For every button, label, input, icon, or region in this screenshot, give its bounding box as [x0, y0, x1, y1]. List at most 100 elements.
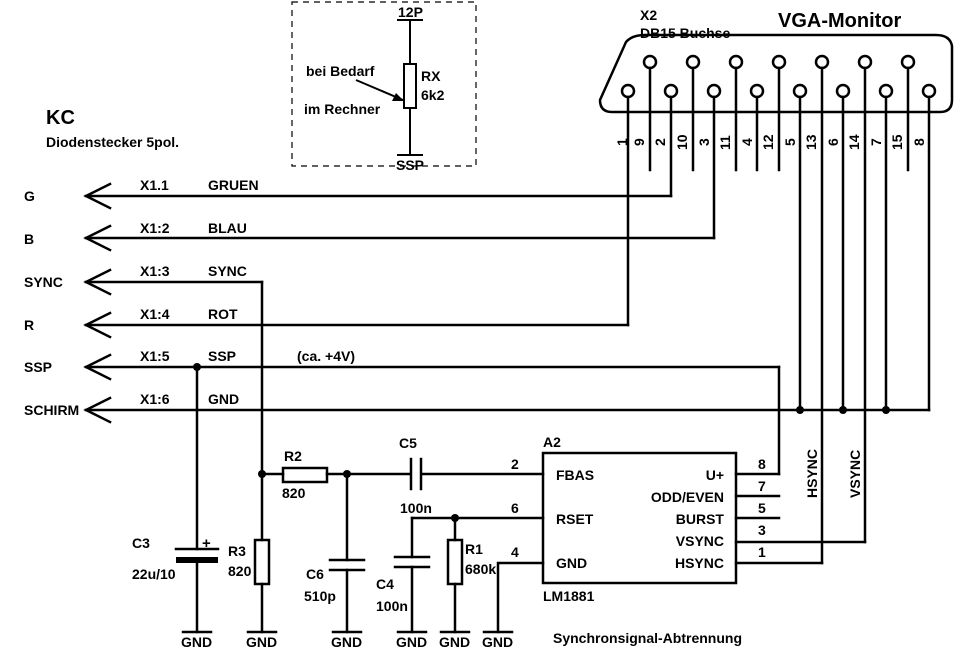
r1-ref: R1	[465, 541, 483, 557]
r2-value: 820	[282, 485, 306, 501]
ic-pin-name: FBAS	[556, 467, 594, 483]
pin-number: 8	[911, 138, 927, 146]
signal-pin: X1:2	[140, 220, 170, 236]
signal-label: GND	[208, 391, 239, 407]
resistor-r3: R3 820 GND	[228, 470, 278, 650]
pin-number: 6	[825, 138, 841, 146]
gnd-label: GND	[181, 634, 212, 650]
c4-ref: C4	[376, 576, 394, 592]
pin-number: 4	[739, 138, 755, 146]
ic-pin-number: 5	[758, 500, 766, 516]
gnd-label: GND	[396, 634, 427, 650]
db15-connector: 1 9 2 10 3 11 4 12 5 13 6 14 7 15 8	[598, 33, 954, 565]
signal-pin: X1.1	[140, 177, 169, 193]
c3-ref: C3	[132, 535, 150, 551]
pin-number: 5	[782, 138, 798, 146]
rx-value: 6k2	[421, 87, 445, 103]
pin-number: 1	[614, 138, 630, 146]
c6-ref: C6	[306, 566, 324, 582]
gnd-label: GND	[482, 634, 513, 650]
ic-pin-name: ODD/EVEN	[651, 489, 724, 505]
ic-pin-number: 7	[758, 478, 766, 494]
pin-number: 12	[760, 134, 776, 150]
signal-label: SSP	[208, 348, 236, 364]
resistor-r2: R2 820	[260, 448, 411, 501]
pin-number: 14	[846, 134, 862, 150]
pin-numbers: 1 9 2 10 3 11 4 12 5 13 6 14 7 15 8	[614, 134, 927, 150]
connector-ref: X2	[640, 7, 657, 23]
ic-pin-number: 4	[511, 544, 519, 560]
ic-pin-number: 2	[511, 456, 519, 472]
signal-pin: X1:3	[140, 263, 170, 279]
capacitor-c6: C6 510p GND	[304, 470, 366, 650]
pin-number: 7	[868, 138, 884, 146]
ic-pin-number: 8	[758, 456, 766, 472]
rx-inset: 12P SSP RX 6k2 bei Bedarf im Rechner	[291, 1, 477, 173]
signal-label: BLAU	[208, 220, 247, 236]
ic-pin-name: VSYNC	[676, 533, 724, 549]
signal-name: B	[24, 231, 34, 247]
signal-pin: X1:6	[140, 391, 170, 407]
signal-name: G	[24, 188, 35, 204]
c3-polarity: +	[202, 535, 211, 552]
pin-number: 11	[717, 135, 733, 150]
ic-part: LM1881	[543, 588, 595, 604]
r3-ref: R3	[228, 543, 246, 559]
rset-network: C4 100n R1 680k GND GND	[376, 514, 545, 650]
signal-name: SCHIRM	[24, 402, 79, 418]
gnd-label: GND	[331, 634, 362, 650]
c6-value: 510p	[304, 588, 336, 604]
ic-pin-name: RSET	[556, 511, 594, 527]
ic-pin-name: GND	[556, 555, 587, 571]
c3-value: 22u/10	[132, 566, 176, 582]
monitor-title: VGA-Monitor	[778, 10, 902, 32]
signal-name: SSP	[24, 359, 52, 375]
signal-note: (ca. +4V)	[297, 348, 355, 364]
rx-ref: RX	[421, 68, 441, 84]
r1-value: 680k	[465, 561, 496, 577]
c5-ref: C5	[399, 435, 417, 451]
pin-number: 9	[631, 138, 647, 146]
kc-subtitle: Diodenstecker 5pol.	[46, 134, 179, 150]
ic-lm1881: A2 LM1881 2 FBAS 6 RSET 4 GND U+ 8 ODD/E…	[511, 434, 867, 604]
pin-number: 2	[652, 138, 668, 146]
signal-labels: G X1.1 GRUEN B X1:2 BLAU SYNC X1:3 SYNC …	[24, 177, 355, 418]
rx-top-label: 12P	[398, 4, 423, 20]
pin-number: 15	[889, 134, 905, 150]
pin-number: 13	[803, 134, 819, 150]
ic-pin-number: 3	[758, 522, 766, 538]
pin-number: 3	[696, 138, 712, 146]
ic-pin-name: HSYNC	[675, 555, 724, 571]
capacitor-c5: C5 100n	[399, 435, 545, 516]
signal-label: ROT	[208, 306, 238, 322]
pin-circles	[620, 54, 937, 99]
ic-pin-number: 1	[758, 544, 766, 560]
c4-value: 100n	[376, 598, 408, 614]
signal-label: SYNC	[208, 263, 247, 279]
ic-pin-name: U+	[706, 467, 724, 483]
hsync-net-label: HSYNC	[804, 449, 820, 498]
gnd-label: GND	[439, 634, 470, 650]
ic-gnd-wire: GND	[482, 561, 545, 650]
signal-name: SYNC	[24, 274, 63, 290]
signal-wires	[83, 182, 931, 476]
pin-number: 10	[674, 134, 690, 150]
rx-bottom-label: SSP	[396, 157, 424, 173]
signal-pin: X1:5	[140, 348, 170, 364]
gnd-label: GND	[246, 634, 277, 650]
c5-value: 100n	[400, 500, 432, 516]
ic-ref: A2	[543, 434, 561, 450]
vsync-net-label: VSYNC	[847, 450, 863, 498]
connector-name: DB15 Buchse	[640, 25, 730, 41]
caption: Synchronsignal-Abtrennung	[553, 630, 742, 646]
signal-pin: X1:4	[140, 306, 170, 322]
r2-ref: R2	[284, 448, 302, 464]
signal-name: R	[24, 317, 34, 333]
signal-label: GRUEN	[208, 177, 259, 193]
r3-value: 820	[228, 563, 252, 579]
rx-note-1: bei Bedarf	[306, 63, 375, 79]
rx-note-2: im Rechner	[304, 101, 381, 117]
kc-title: KC	[46, 107, 75, 129]
capacitor-c3: + C3 22u/10 GND	[132, 365, 220, 650]
